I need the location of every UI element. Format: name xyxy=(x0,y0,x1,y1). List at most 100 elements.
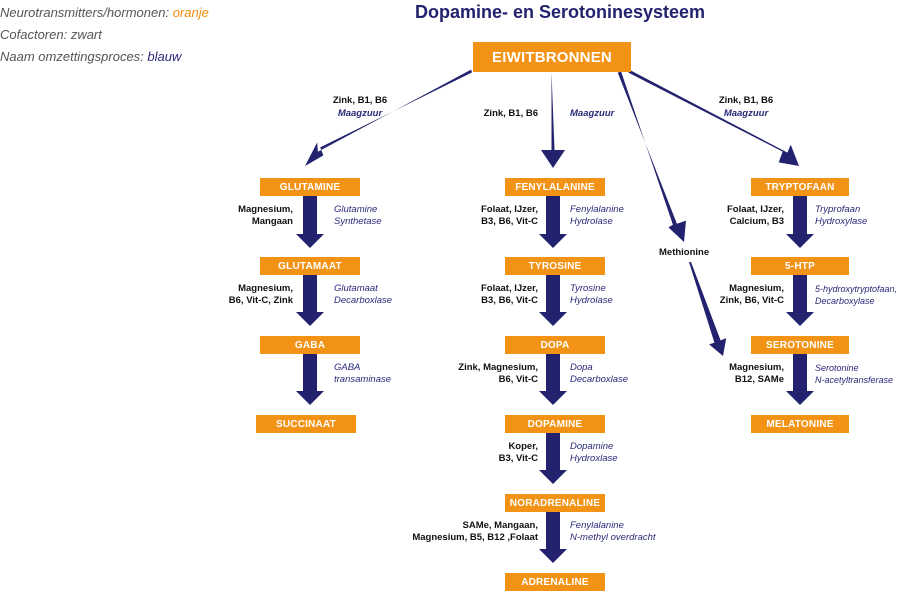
step-tyrosine-dopa-process: Tyrosine Hydrolase xyxy=(570,283,613,307)
step-dopa-dopamine-process: Dopa Decarboxlase xyxy=(570,362,628,386)
step-tyrosine-dopa-cofactor: Folaat, IJzer, B3, B6, Vit-C xyxy=(418,283,538,307)
cofactor-line: Calcium, B3 xyxy=(729,216,784,227)
label-methionine: Methionine xyxy=(659,247,710,258)
process-line: Tryprofaan xyxy=(815,204,861,215)
cofactor-line: Magnesium, xyxy=(729,283,784,294)
cofactor-line: Zink, Magnesium, xyxy=(458,362,538,373)
process-line: Fenylalanine xyxy=(570,520,624,531)
cofactor-line: B6, Vit-C, Zink xyxy=(228,295,293,306)
process-line: Decarboxlase xyxy=(334,295,393,306)
legend-cofactors: Cofactoren: zwart xyxy=(0,27,102,42)
step-fenylalanine-tyrosine-cofactor: Folaat, IJzer, B3, B6, Vit-C xyxy=(418,204,538,228)
node-noradrenaline: NORADRENALINE xyxy=(505,494,605,512)
step-serotonine-melatonine-cofactor: Magnesium, B12, SAMe xyxy=(700,362,784,386)
arrow-tryptofaan-5htp xyxy=(786,196,814,248)
step-noradrenaline-adrenaline-cofactor: SAMe, Mangaan, Magnesium, B5, B12 ,Folaa… xyxy=(398,520,538,544)
node-gaba: GABA xyxy=(260,336,360,354)
legend-process-prefix: Naam omzettingsproces: xyxy=(0,49,148,64)
node-glutamine: GLUTAMINE xyxy=(260,178,360,196)
step-serotonine-melatonine-process: Serotonine N-acetyltransferase xyxy=(815,362,893,386)
process-line: Decarboxylase xyxy=(815,296,875,306)
process-line: Hydroxylase xyxy=(815,216,868,227)
step-dopamine-noradrenaline-cofactor: Koper, B3, Vit-C xyxy=(418,441,538,465)
arrow-glutamaat-gaba xyxy=(296,275,324,326)
process-line: Dopamine xyxy=(570,441,614,452)
node-adrenaline: ADRENALINE xyxy=(505,573,605,591)
arrow-glutamine-glutamaat xyxy=(296,196,324,248)
cofactor-line: B12, SAMe xyxy=(734,374,784,385)
step-noradrenaline-adrenaline-process: Fenylalanine N-methyl overdracht xyxy=(570,520,656,544)
legend-process-color-word: blauw xyxy=(147,49,182,64)
node-tyrosine: TYROSINE xyxy=(505,257,605,275)
arrow-dopamine-noradrenaline xyxy=(539,433,567,484)
process-line: Tyrosine xyxy=(570,283,606,294)
arrow-fenylalanine-tyrosine xyxy=(539,196,567,248)
cofactor-line: Magnesium, xyxy=(238,283,293,294)
arrow-gaba-succinaat xyxy=(296,354,324,405)
node-5htp: 5-HTP xyxy=(751,257,849,275)
arrow-methionine-to-serotonine xyxy=(689,262,727,356)
arrow-serotonine-melatonine xyxy=(786,354,814,405)
diagram-title: Dopamine- en Serotoninesysteem xyxy=(414,2,706,22)
arrow-dopa-dopamine xyxy=(539,354,567,405)
cofactor-line: B3, B6, Vit-C xyxy=(481,216,538,227)
arrow-tyrosine-dopa xyxy=(539,275,567,326)
process-line: Hydrolase xyxy=(570,295,613,306)
cofactor-line: Folaat, IJzer, xyxy=(480,204,538,215)
step-glutamaat-gaba-process: Glutamaat Decarboxlase xyxy=(334,283,392,307)
step-gaba-succinaat-process: GABA transaminase xyxy=(334,362,391,386)
cofactor-line: B6, Vit-C xyxy=(498,374,538,385)
cofactor-line: Magnesium, B5, B12 ,Folaat xyxy=(412,532,538,543)
node-succinaat: SUCCINAAT xyxy=(256,415,356,433)
node-dopa: DOPA xyxy=(505,336,605,354)
branch-right-process: Maagzuur xyxy=(723,108,769,119)
cofactor-line: Folaat, IJzer, xyxy=(480,283,538,294)
node-fenylalanine: FENYLALANINE xyxy=(505,178,605,196)
node-serotonine: SEROTONINE xyxy=(751,336,849,354)
step-dopa-dopamine-cofactor: Zink, Magnesium, B6, Vit-C xyxy=(418,362,538,386)
step-dopamine-noradrenaline-process: Dopamine Hydroxlase xyxy=(570,441,618,465)
step-glutamine-glutamaat-process: Glutamine Synthetase xyxy=(334,204,382,228)
node-glutamaat: GLUTAMAAT xyxy=(260,257,360,275)
arrow-source-to-fenylalanine xyxy=(541,72,565,168)
arrow-source-to-methionine xyxy=(617,71,686,242)
process-line: N-methyl overdracht xyxy=(570,532,656,543)
step-tryptofaan-5htp-cofactor: Folaat, IJzer, Calcium, B3 xyxy=(700,204,784,228)
process-line: Serotonine xyxy=(815,363,859,373)
node-melatonine: MELATONINE xyxy=(751,415,849,433)
node-eiwitbronnen: EIWITBRONNEN xyxy=(473,42,631,72)
step-5htp-serotonine-process: 5-hydroxytryptofaan, Decarboxylase xyxy=(815,283,897,307)
step-glutamaat-gaba-cofactor: Magnesium, B6, Vit-C, Zink xyxy=(195,283,293,307)
legend-neuro-prefix: Neurotransmitters/hormonen: xyxy=(0,5,173,20)
branch-middle-process: Maagzuur xyxy=(570,108,615,119)
process-line: GABA xyxy=(334,362,361,373)
legend-process: Naam omzettingsproces: blauw xyxy=(0,49,181,64)
process-line: N-acetyltransferase xyxy=(815,375,894,385)
process-line: Synthetase xyxy=(334,216,382,227)
step-5htp-serotonine-cofactor: Magnesium, Zink, B6, Vit-C xyxy=(700,283,784,307)
process-line: Glutamine xyxy=(334,204,378,215)
node-dopamine: DOPAMINE xyxy=(505,415,605,433)
cofactor-line: Zink, B6, Vit-C xyxy=(719,295,784,306)
arrow-source-to-tryptofaan xyxy=(628,70,799,166)
branch-left-cofactor: Zink, B1, B6 xyxy=(332,95,388,106)
cofactor-line: B3, Vit-C xyxy=(498,453,538,464)
legend-neuro-color-word: oranje xyxy=(172,5,209,20)
process-line: Hydrolase xyxy=(570,216,613,227)
process-line: 5-hydroxytryptofaan, xyxy=(815,284,898,294)
step-tryptofaan-5htp-process: Tryprofaan Hydroxylase xyxy=(815,204,867,228)
step-glutamine-glutamaat-cofactor: Magnesium, Mangaan xyxy=(195,204,293,228)
legend-neurotransmitters: Neurotransmitters/hormonen: oranje xyxy=(0,5,209,20)
step-fenylalanine-tyrosine-process: Fenylalanine Hydrolase xyxy=(570,204,624,228)
arrow-source-to-glutamine xyxy=(305,69,472,166)
process-line: Decarboxlase xyxy=(570,374,629,385)
cofactor-line: SAMe, Mangaan, xyxy=(462,520,539,531)
process-line: Glutamaat xyxy=(334,283,378,294)
process-line: Dopa xyxy=(570,362,593,373)
cofactor-line: Mangaan xyxy=(251,216,293,227)
branch-middle-cofactor: Zink, B1, B6 xyxy=(483,108,538,119)
cofactor-line: Magnesium, xyxy=(729,362,784,373)
cofactor-line: Folaat, IJzer, xyxy=(726,204,784,215)
cofactor-line: B3, B6, Vit-C xyxy=(481,295,538,306)
